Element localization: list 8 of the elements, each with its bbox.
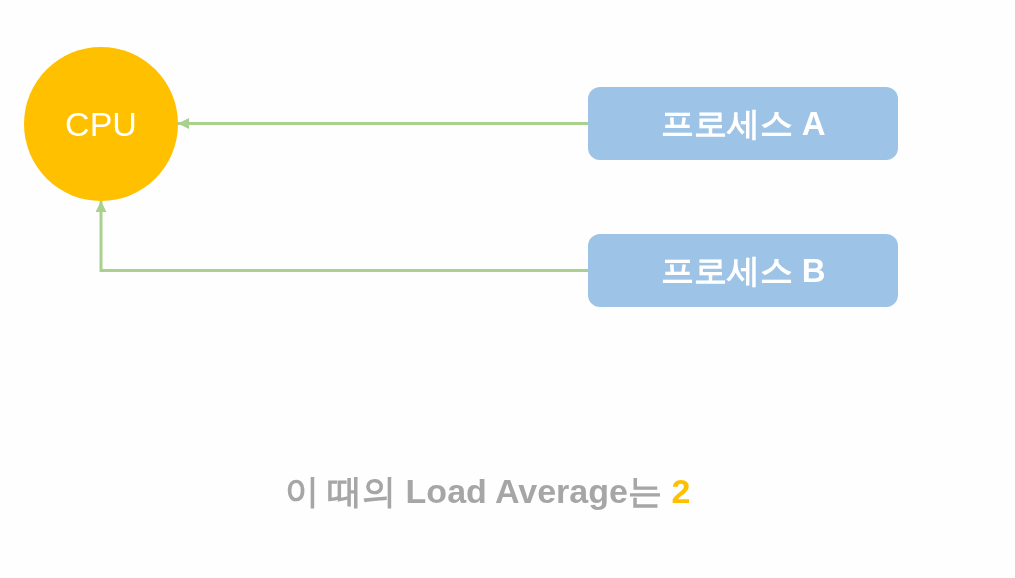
- process-box: [588, 87, 898, 160]
- node-label: 프로세스 A: [660, 103, 826, 144]
- process-box: [588, 234, 898, 307]
- arrow: [178, 118, 588, 129]
- node-label: 프로세스 B: [660, 250, 826, 291]
- node-label: CPU: [65, 103, 137, 145]
- arrow: [95, 201, 588, 272]
- caption-text: 이 때의 Load Average는 2: [284, 471, 691, 512]
